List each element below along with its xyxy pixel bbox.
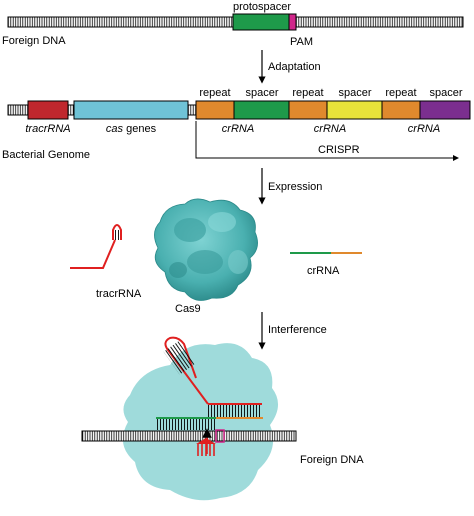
interference-step: Interference — [258, 312, 327, 350]
expressed-components: tracrRNA Cas9 crRNA — [70, 198, 362, 315]
adaptation-step: Adaptation — [258, 50, 321, 84]
crrna-gene-label-2: crRNA — [314, 123, 346, 135]
interference-label: Interference — [268, 324, 327, 336]
crrna-gene-label-1: crRNA — [222, 123, 254, 135]
complex-tracrrna — [164, 336, 209, 405]
crispr-spacer-1 — [233, 100, 290, 120]
repeat-anti-repeat-duplex — [208, 404, 260, 417]
tracrrna-gene-label: tracrRNA — [25, 123, 70, 135]
spacer-label-1: spacer — [245, 87, 278, 99]
adaptation-label: Adaptation — [268, 61, 321, 73]
expression-step: Expression — [258, 168, 322, 205]
crispr-repeat-2 — [288, 100, 328, 120]
foreign-dna-bottom-label: Foreign DNA — [300, 454, 364, 466]
foreign-dna-top: protospacer PAM Foreign DNA — [2, 1, 464, 48]
repeat-label-1: repeat — [199, 87, 230, 99]
target-dna-top-strand — [81, 430, 297, 442]
bacterial-genome-label: Bacterial Genome — [2, 149, 90, 161]
crrna-gene-label-3: crRNA — [408, 123, 440, 135]
cas9-complex: Foreign DNA — [81, 336, 364, 501]
spacer-label-3: spacer — [429, 87, 462, 99]
crispr-repeat-3 — [381, 100, 421, 120]
target-pam — [215, 429, 225, 443]
crrna-dna-duplex — [156, 418, 216, 430]
spacer-label-2: spacer — [338, 87, 371, 99]
expression-label: Expression — [268, 181, 322, 193]
pam-label: PAM — [290, 36, 313, 48]
cas-genes-block — [73, 100, 189, 120]
cas9-label: Cas9 — [175, 303, 201, 315]
crispr-array-label: CRISPR — [318, 144, 360, 156]
tracrrna-label: tracrRNA — [96, 288, 142, 300]
crispr-spacer-3 — [419, 100, 471, 120]
pam-segment — [288, 13, 297, 31]
bacterial-genome: repeat spacer repeat spacer repeat space… — [2, 87, 471, 161]
repeat-label-3: repeat — [385, 87, 416, 99]
cas-genes-label: cas genes — [106, 123, 157, 135]
tracrrna-gene — [27, 100, 69, 120]
tracrrna-molecule — [70, 224, 122, 269]
cas9-protein — [154, 198, 258, 301]
foreign-dna-label: Foreign DNA — [2, 35, 66, 47]
protospacer-segment — [232, 13, 290, 31]
repeat-label-2: repeat — [292, 87, 323, 99]
crrna-label: crRNA — [307, 265, 340, 277]
crispr-array-arrow — [195, 121, 459, 161]
crispr-repeat-1 — [195, 100, 235, 120]
protospacer-label: protospacer — [233, 1, 291, 13]
crispr-spacer-2 — [326, 100, 383, 120]
cleavage-site — [197, 444, 215, 456]
